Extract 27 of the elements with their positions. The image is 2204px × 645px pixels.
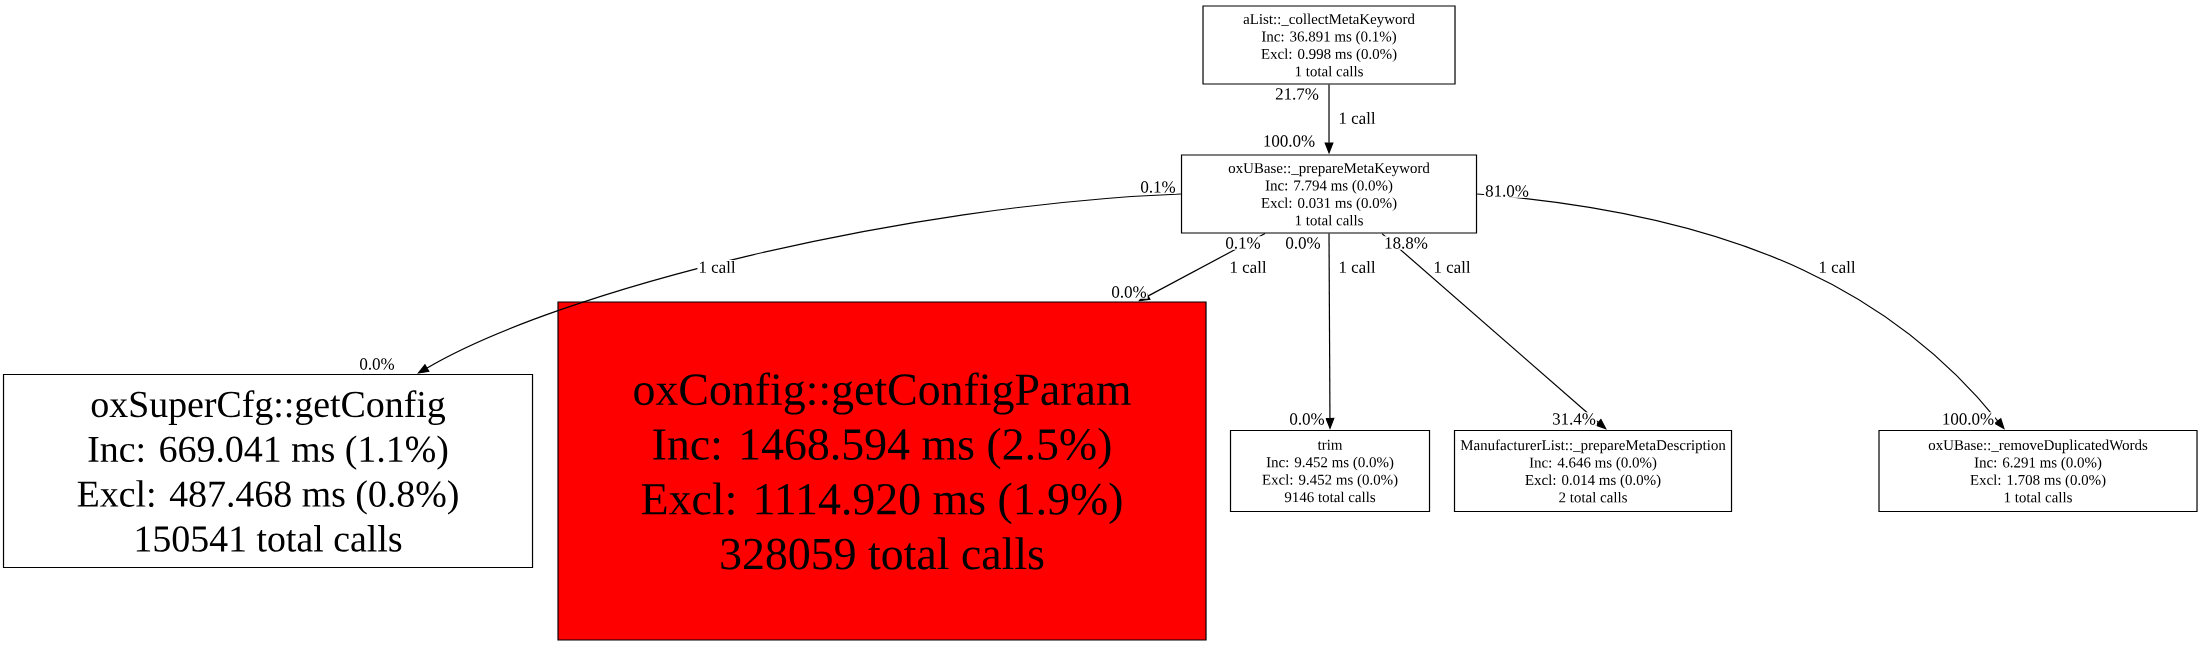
percentage-label: 18.8% bbox=[1383, 236, 1429, 250]
edge-label: 1 call bbox=[1817, 260, 1857, 274]
arrow bbox=[417, 193, 1182, 374]
percentage-label: 31.4% bbox=[1551, 412, 1597, 426]
edge-label: 1 call bbox=[1432, 260, 1472, 274]
percentage-label: 21.7% bbox=[1274, 87, 1320, 101]
percentage-label: 0.1% bbox=[1224, 236, 1262, 250]
percentage-label: 0.0% bbox=[1284, 236, 1322, 250]
arrow bbox=[1381, 233, 1607, 430]
function-box: trim Inc: 9.452 ms (0.0%) Excl: 9.452 ms (0.0%) 9146 total calls bbox=[1229, 429, 1431, 513]
percentage-label: 100.0% bbox=[1940, 412, 1996, 426]
function-box: aList::_collectMetaKeyword Inc: 36.891 ms (0.1%) Excl: 0.998 ms (0.0%) 1 total calls bbox=[1202, 5, 1456, 85]
function-box: oxUBase::_removeDuplicatedWords Inc: 6.291 ms (0.0%) Excl: 1.708 ms (0.0%) 1 total calls bbox=[1878, 429, 2198, 513]
function-box: oxConfig::getConfigParam Inc: 1468.594 ms (2.5%) Excl: 1114.920 ms (1.9%) 328059 total calls bbox=[557, 301, 1207, 641]
edge-label: 1 call bbox=[1337, 111, 1377, 125]
edge-label: 1 call bbox=[1337, 260, 1377, 274]
function-box: oxSuperCfg::getConfig Inc: 669.041 ms (1.1%) Excl: 487.468 ms (0.8%) 150541 total calls bbox=[2, 373, 534, 569]
percentage-label: 100.0% bbox=[1261, 134, 1317, 148]
edge-label: 1 call bbox=[1228, 260, 1268, 274]
edge-label: 1 call bbox=[697, 260, 737, 274]
percentage-label: 0.0% bbox=[1288, 412, 1326, 426]
function-box: oxUBase::_prepareMetaKeyword Inc: 7.794 ms (0.0%) Excl: 0.031 ms (0.0%) 1 total calls bbox=[1180, 154, 1478, 234]
function-box: ManufacturerList::_prepareMetaDescription Inc: 4.646 ms (0.0%) Excl: 0.014 ms (0.0%) 2 total calls bbox=[1453, 429, 1733, 513]
percentage-label: 0.0% bbox=[1110, 285, 1148, 299]
arrow bbox=[1476, 193, 2005, 430]
percentage-label: 81.0% bbox=[1484, 184, 1530, 198]
percentage-label: 0.1% bbox=[1139, 180, 1177, 194]
